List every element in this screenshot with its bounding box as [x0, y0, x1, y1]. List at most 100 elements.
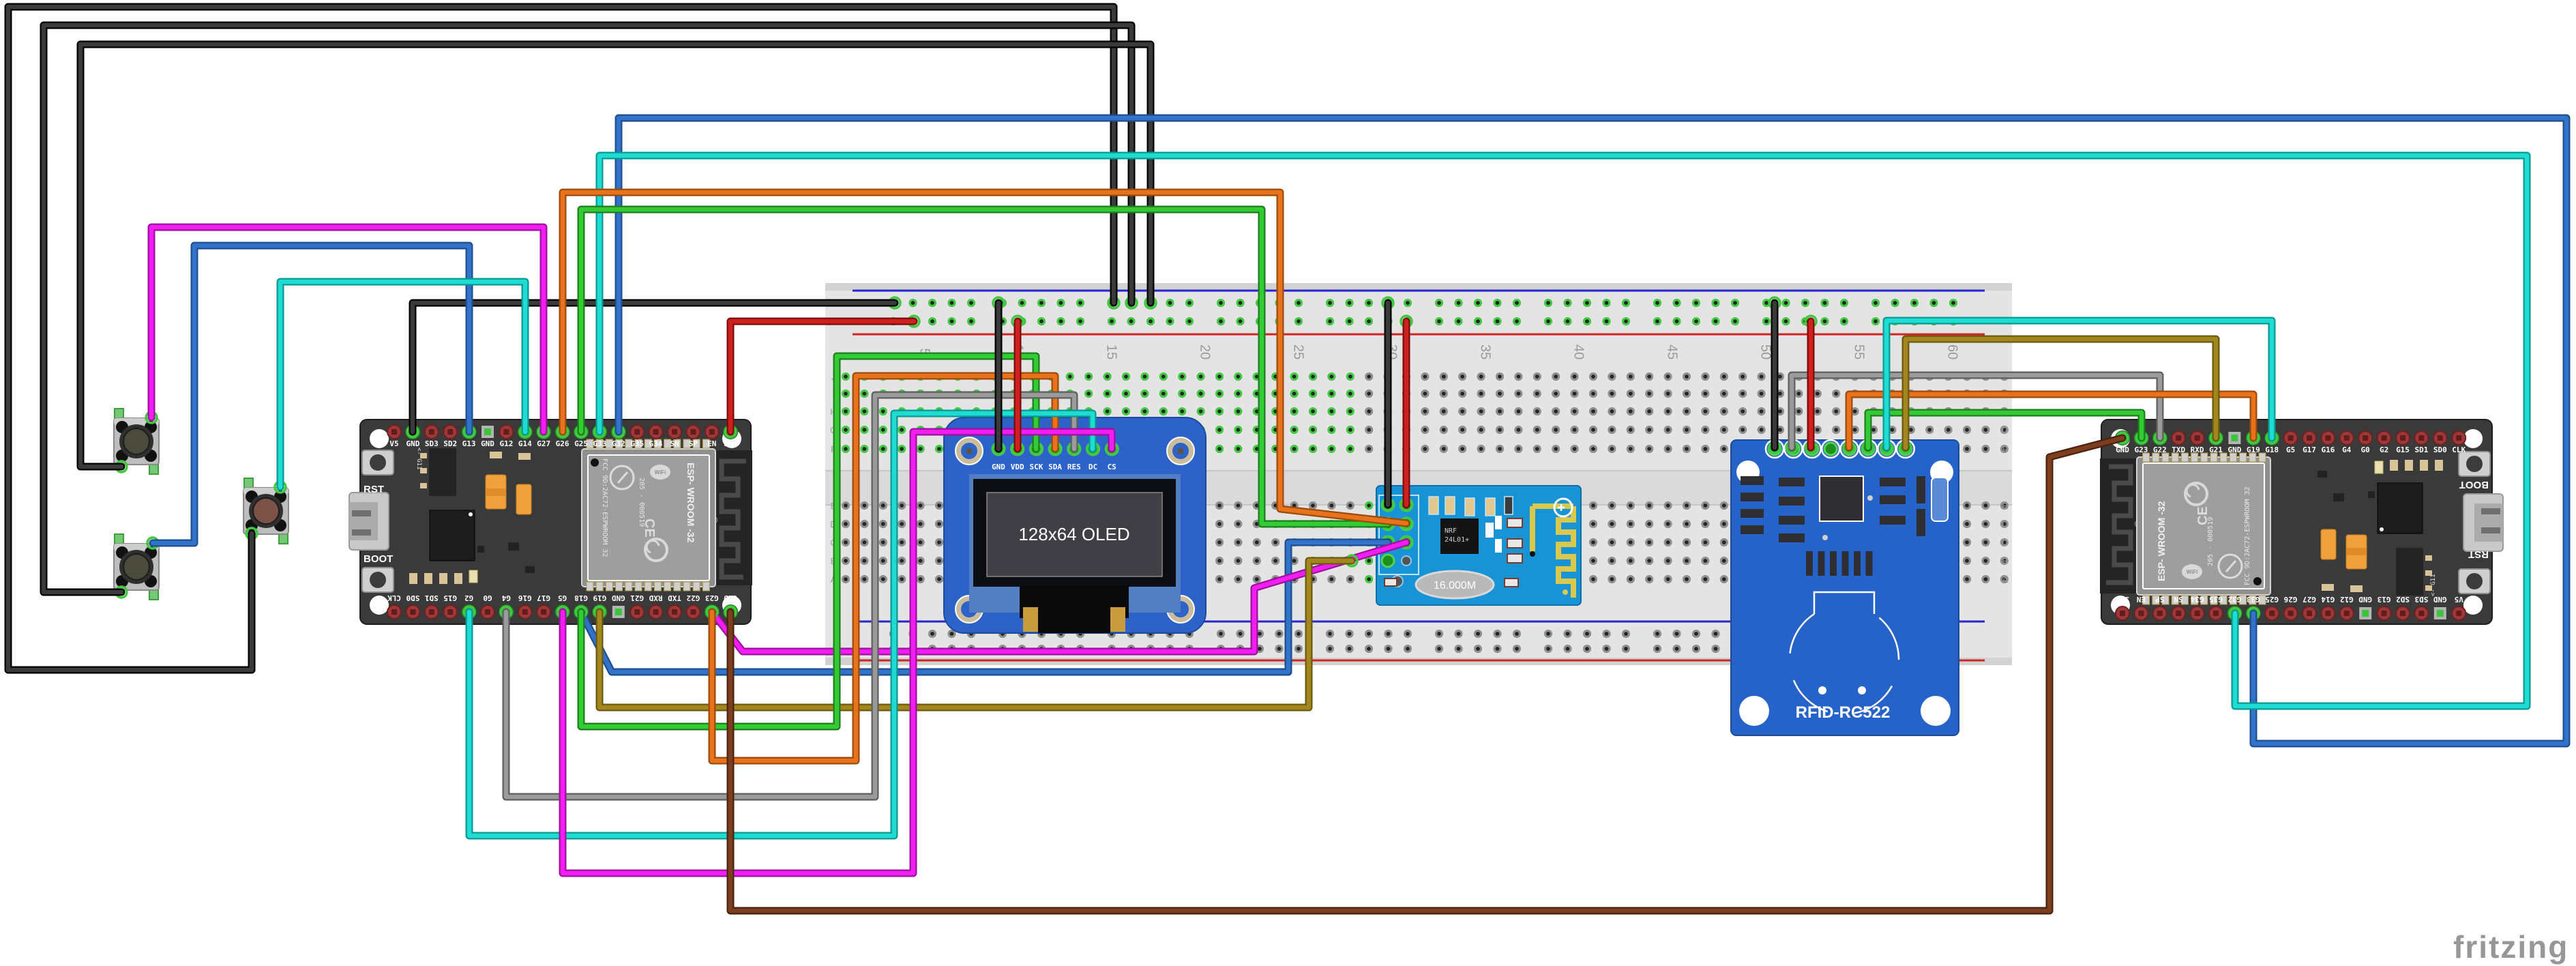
- pin-label: SD1: [424, 594, 438, 602]
- pin-label: GND: [481, 439, 494, 448]
- module-name: ESP- WROOM -32: [685, 463, 696, 543]
- wire-rfid-pin1-to-rail[interactable]: [1768, 296, 1781, 454]
- wire-g32-left-to-g33-right[interactable]: [612, 114, 2571, 748]
- column-number: 5: [917, 348, 932, 355]
- fritzing-watermark: fritzing: [2453, 929, 2568, 965]
- wire-button3-to-g14[interactable]: [273, 278, 532, 494]
- pin-label: G32: [2227, 595, 2241, 604]
- wire-rfid-to-g21-right[interactable]: [1899, 335, 2223, 454]
- pin-label: SP: [2155, 595, 2165, 604]
- pin-label: EN: [707, 439, 716, 448]
- header-outline: [1378, 495, 1419, 575]
- row-letter: C: [2002, 538, 2008, 548]
- wire-g23-to-oled-sda[interactable]: [705, 372, 1062, 765]
- wires: [4, 3, 2571, 915]
- mount-hole: [1739, 696, 1769, 726]
- pin-label: SD2: [443, 439, 457, 448]
- wire-rail-to-nrf-gnd[interactable]: [1381, 296, 1395, 512]
- wire-button1-to-g27[interactable]: [145, 223, 550, 439]
- wire-rfid-to-g18-right[interactable]: [1880, 317, 2279, 454]
- crystal: [1415, 570, 1495, 600]
- wire-g5-to-oled-cs[interactable]: [556, 428, 1119, 877]
- g11-note: <- G11: [2430, 574, 2437, 596]
- wire-gnd-left-to-gnd-right[interactable]: [724, 431, 2129, 915]
- nrf-chip: [1440, 518, 1479, 554]
- wire-rail-to-nrf-vcc[interactable]: [1400, 314, 1413, 512]
- wire-gnd-button3[interactable]: [4, 3, 1121, 674]
- pin-label: SN: [670, 439, 679, 448]
- fcc-text: FCC 9D:2AC72-ESPWROOM 32: [601, 458, 608, 557]
- row-letter: E: [2002, 501, 2009, 511]
- pin-label: G18: [574, 594, 588, 602]
- pin-label: TXD: [2172, 445, 2185, 454]
- g11-note: <- G11: [415, 448, 422, 470]
- pin-label: G5: [558, 594, 567, 602]
- rfid-chip: [1819, 475, 1864, 522]
- wire-rfid-pin3-to-rail[interactable]: [1804, 314, 1818, 454]
- pin-label: V5: [389, 439, 398, 448]
- pin-label: G23: [2134, 445, 2148, 454]
- mount-hole: [370, 429, 389, 448]
- pin-label: G14: [2321, 595, 2335, 604]
- mount-hole: [2463, 429, 2483, 448]
- wire-rfid-to-g22-right[interactable]: [1785, 371, 2167, 454]
- wire-button2-to-g13[interactable]: [146, 241, 476, 550]
- pin-label: RXD: [649, 594, 662, 602]
- rfid-pin[interactable]: [1823, 441, 1838, 456]
- pin-label: GND: [406, 439, 419, 448]
- row-letter: G: [2002, 425, 2009, 435]
- pin-label: 3v3: [724, 439, 737, 448]
- button-cap: [123, 553, 150, 581]
- pin-label: G17: [2303, 445, 2316, 454]
- pin-label: CLK: [2452, 445, 2466, 454]
- wire-esp-left-3v3-to-rail[interactable]: [724, 314, 921, 439]
- pin-label: SP: [689, 439, 698, 448]
- pin-label: CLK: [387, 594, 401, 602]
- pin-label: EN: [2137, 595, 2146, 604]
- pin-label: G4: [501, 594, 511, 602]
- wire-g26-to-nrf-csn[interactable]: [556, 188, 1413, 530]
- pin-label: G27: [537, 439, 550, 448]
- ce-mark: CE: [2195, 506, 2210, 525]
- pushbutton-3[interactable]: [243, 478, 289, 544]
- wire-g18-to-oled-sck[interactable]: [574, 352, 1043, 731]
- pin-label: G16: [518, 594, 531, 602]
- pin-label: G12: [499, 439, 513, 448]
- pin-label: RES: [1067, 463, 1081, 471]
- wire-oled-gnd-to-rail[interactable]: [992, 296, 1005, 456]
- pin-label: G25: [574, 439, 588, 448]
- rfid-rc522-module[interactable]: RFID-RC522: [1730, 439, 1959, 736]
- led: [469, 570, 478, 583]
- pin-label: G27: [2303, 595, 2316, 604]
- wire-g19-to-nrf-miso[interactable]: [593, 554, 1359, 712]
- wire-g4-to-oled-res[interactable]: [499, 391, 1081, 801]
- wire-g33-left-to-g32-right[interactable]: [593, 151, 2531, 710]
- wire-rfid-to-g19-right[interactable]: [1842, 390, 2260, 454]
- column-number: 35: [1478, 345, 1493, 360]
- wire-oled-vdd-to-rail[interactable]: [1011, 314, 1024, 456]
- nrf-pin[interactable]: [1380, 553, 1395, 568]
- pin-label: G23: [705, 594, 719, 602]
- row-letter: D: [2002, 519, 2008, 529]
- pin-label: G35: [630, 439, 644, 448]
- pin-label: G34: [649, 439, 663, 448]
- pin-label: G32: [612, 439, 625, 448]
- pin-label: GND: [992, 463, 1005, 471]
- pin-label: G0: [2361, 445, 2370, 454]
- wire-esp-left-gnd-to-rail[interactable]: [406, 296, 902, 439]
- wire-g2-to-oled-dc[interactable]: [462, 409, 1099, 840]
- wire-g25-to-nrf-ce[interactable]: [574, 205, 1395, 531]
- pin-label: GND: [2433, 595, 2446, 604]
- crystal: [1931, 477, 1949, 522]
- wire-rfid-to-g23-right[interactable]: [1861, 409, 2148, 454]
- pin-label: G22: [2153, 445, 2167, 454]
- wire-gnd-button1[interactable]: [76, 40, 1157, 473]
- mcu-chip: [429, 510, 475, 561]
- module-name: ESP- WROOM -32: [2156, 501, 2167, 581]
- pushbutton-1[interactable]: [113, 408, 160, 475]
